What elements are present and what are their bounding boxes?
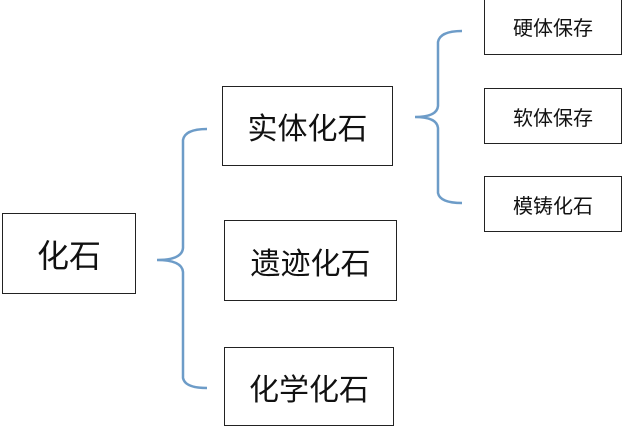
node-soft-preservation: 软体保存: [484, 88, 622, 144]
node-chemical-fossil: 化学化石: [224, 347, 394, 426]
node-trace-fossil: 遗迹化石: [224, 220, 397, 301]
node-mold-cast-fossil: 模铸化石: [484, 176, 622, 232]
node-hard-preservation: 硬体保存: [484, 0, 622, 55]
root-node: 化石: [2, 213, 136, 294]
left-brace: [156, 127, 208, 390]
node-body-fossil: 实体化石: [222, 86, 393, 166]
right-brace: [414, 29, 463, 205]
